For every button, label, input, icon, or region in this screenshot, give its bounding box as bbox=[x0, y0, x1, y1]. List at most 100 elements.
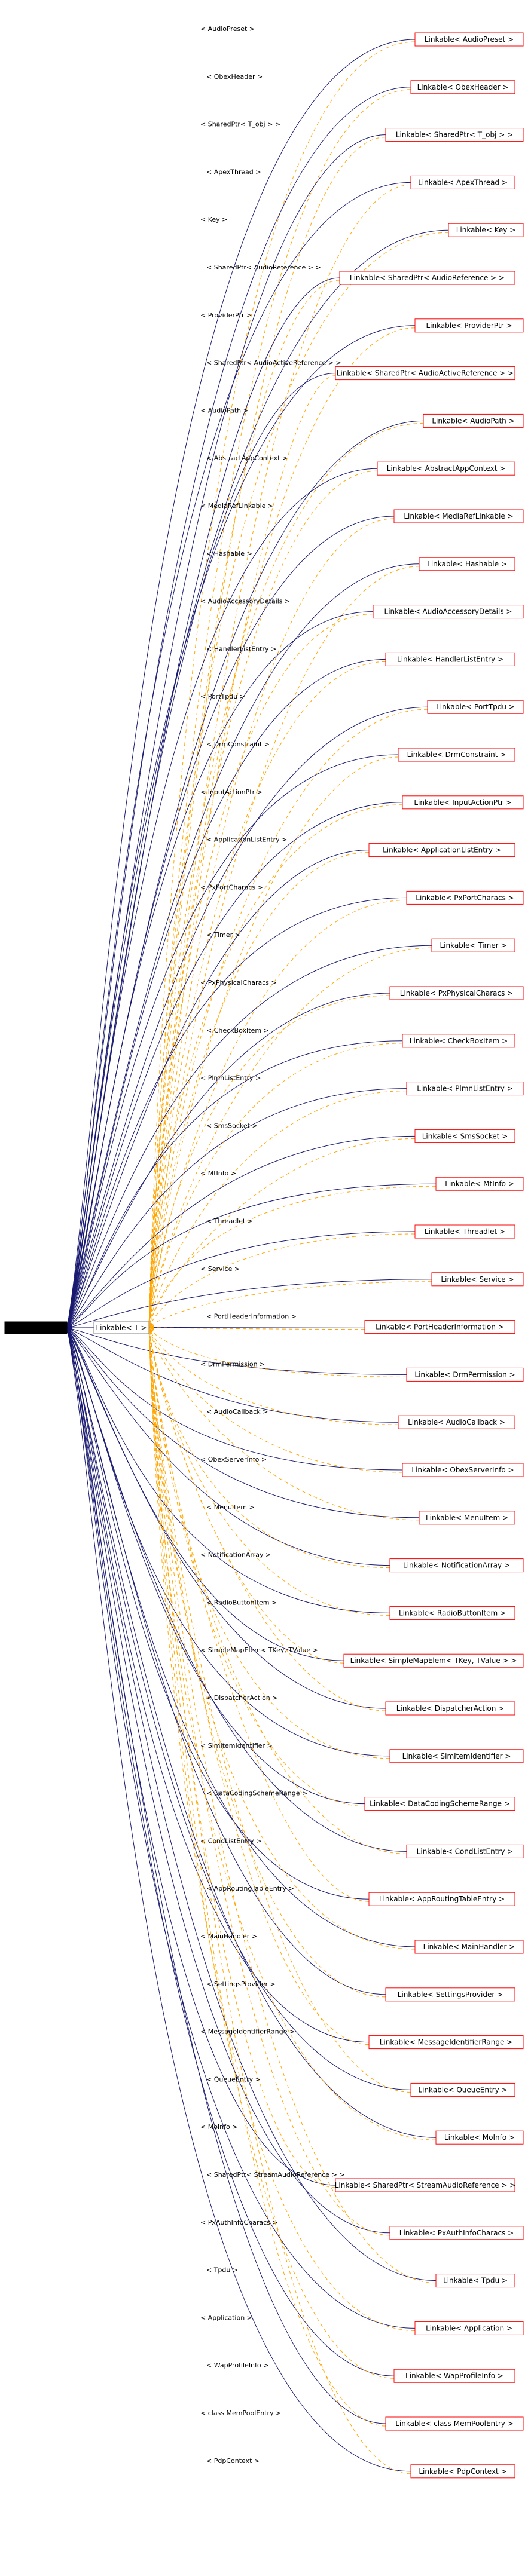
class-node-box bbox=[414, 32, 524, 47]
class-node[interactable]: Linkable< AbstractAppContext > bbox=[377, 461, 515, 476]
edge-label-param: < Threadlet > bbox=[206, 1217, 253, 1225]
class-node[interactable]: Linkable< Key > bbox=[448, 223, 524, 237]
class-node[interactable]: Linkable< SettingsProvider > bbox=[385, 1987, 515, 2002]
class-node-label: Linkable< MainHandler > bbox=[423, 1943, 515, 1951]
class-node[interactable]: Linkable< CheckBoxItem > bbox=[402, 1034, 515, 1048]
edge-template-instance bbox=[147, 1327, 390, 2236]
class-node[interactable]: Linkable< PxPortCharacs > bbox=[406, 890, 524, 905]
edge-inherit bbox=[66, 1327, 403, 1471]
class-node[interactable]: Linkable< NotificationArray > bbox=[389, 1558, 524, 1573]
class-node[interactable]: Linkable< Hashable > bbox=[419, 557, 515, 571]
class-node-label: Linkable< Key > bbox=[456, 226, 516, 234]
class-node[interactable]: Linkable< Threadlet > bbox=[414, 1224, 515, 1239]
edge-inherit bbox=[65, 39, 416, 1328]
class-node[interactable]: Linkable< AppRoutingTableEntry > bbox=[368, 1892, 515, 1906]
edge-inherit bbox=[66, 1327, 386, 1709]
class-node-label: Linkable< AudioAccessoryDetails > bbox=[384, 608, 512, 616]
class-node-box bbox=[406, 890, 524, 905]
edge-inherit bbox=[66, 420, 424, 1328]
class-node[interactable]: Linkable< SmsSocket > bbox=[414, 1129, 515, 1143]
edge-label-param: < MoInfo > bbox=[200, 2123, 237, 2131]
edge-inherit bbox=[66, 1327, 399, 1423]
class-node-label: Linkable< CondListEntry > bbox=[417, 1847, 514, 1855]
class-node-box bbox=[423, 413, 524, 428]
class-node-label: Linkable< AudioPath > bbox=[432, 416, 514, 425]
class-node[interactable]: Linkable< SimpleMapElem< TKey, TValue > … bbox=[343, 1653, 524, 1668]
class-node[interactable]: Linkable< AudioPath > bbox=[423, 413, 524, 428]
class-node[interactable]: Linkable< MoInfo > bbox=[435, 2130, 524, 2145]
edge-template-instance bbox=[147, 280, 340, 1328]
class-node[interactable]: Linkable< WapProfileInfo > bbox=[393, 2369, 515, 2383]
class-node[interactable]: Linkable< PortTpdu > bbox=[427, 700, 524, 714]
edge-template-instance bbox=[147, 1327, 390, 1569]
class-node[interactable]: Linkable< ProviderPtr > bbox=[414, 318, 524, 333]
root-node-linkable-base[interactable]: LinkableBase bbox=[4, 1321, 68, 1334]
class-node[interactable]: Linkable< SharedPtr< StreamAudioReferenc… bbox=[335, 2178, 516, 2192]
edge-inherit bbox=[66, 1183, 437, 1328]
edge-inherit bbox=[66, 1327, 390, 1613]
edge-label-param: < MediaRefLinkable > bbox=[200, 502, 273, 510]
edge-template-instance bbox=[147, 1327, 437, 2140]
class-node[interactable]: Linkable< class MemPoolEntry > bbox=[385, 2416, 524, 2431]
class-node[interactable]: Linkable< MainHandler > bbox=[414, 1940, 524, 1954]
root-node-label: LinkableBase bbox=[12, 1324, 59, 1332]
edge-label-param: < MtInfo > bbox=[200, 1169, 236, 1177]
class-node[interactable]: Linkable< ObexServerInfo > bbox=[402, 1463, 524, 1477]
class-node[interactable]: Linkable< PlmnListEntry > bbox=[406, 1082, 524, 1096]
class-node[interactable]: Linkable< PxAuthInfoCharacs > bbox=[389, 2226, 524, 2240]
class-node[interactable]: Linkable< PdpContext > bbox=[410, 2464, 515, 2479]
class-node[interactable]: Linkable< MessageIdentifierRange > bbox=[368, 2035, 524, 2050]
class-node[interactable]: Linkable< CondListEntry > bbox=[406, 1844, 524, 1858]
class-node[interactable]: Linkable< DispatcherAction > bbox=[385, 1701, 515, 1716]
edge-inherit bbox=[66, 802, 403, 1328]
class-node-box bbox=[414, 1129, 515, 1143]
edge-template-instance bbox=[148, 1327, 407, 1377]
class-node[interactable]: Linkable< InputActionPtr > bbox=[402, 795, 524, 810]
edge-template-instance bbox=[147, 1327, 395, 2379]
edge-label-param: < class MemPoolEntry > bbox=[200, 2409, 281, 2417]
edge-inherit bbox=[66, 1231, 416, 1328]
edge-label-param: < AudioCallback > bbox=[206, 1408, 268, 1416]
class-node[interactable]: Linkable< SimItemIdentifier > bbox=[389, 1749, 524, 1763]
class-node[interactable]: Linkable< QueueEntry > bbox=[410, 2082, 515, 2097]
class-node[interactable]: Linkable< Timer > bbox=[431, 938, 515, 952]
edge-inherit bbox=[66, 1327, 390, 1757]
class-node[interactable]: Linkable< RadioButtonItem > bbox=[389, 1606, 515, 1620]
class-node[interactable]: Linkable< Service > bbox=[431, 1272, 524, 1287]
class-node-label: Linkable< RadioButtonItem > bbox=[399, 1609, 506, 1617]
class-node[interactable]: Linkable< Tpdu > bbox=[435, 2274, 515, 2288]
class-node[interactable]: Linkable< AudioCallback > bbox=[398, 1415, 515, 1429]
edge-label-param: < ApexThread > bbox=[206, 168, 261, 176]
class-node[interactable]: Linkable< DrmConstraint > bbox=[398, 748, 515, 762]
class-node-box bbox=[435, 2130, 524, 2145]
class-node[interactable]: Linkable< HandlerListEntry > bbox=[385, 652, 515, 666]
class-node[interactable]: Linkable< SharedPtr< T_obj > > bbox=[385, 128, 524, 142]
class-node[interactable]: Linkable< MediaRefLinkable > bbox=[393, 509, 524, 523]
class-node-label: Linkable< SharedPtr< AudioReference > > bbox=[350, 274, 505, 282]
class-node[interactable]: Linkable< AudioPreset > bbox=[414, 32, 524, 47]
class-node-box bbox=[414, 318, 524, 333]
edge-inherit bbox=[66, 897, 407, 1328]
class-node[interactable]: Linkable< DataCodingSchemeRange > bbox=[364, 1797, 515, 1811]
class-node[interactable]: Linkable< PxPhysicalCharacs > bbox=[389, 986, 524, 1000]
edge-label-param: < PxPhysicalCharacs > bbox=[200, 979, 277, 987]
class-node[interactable]: Linkable< ApplicationListEntry > bbox=[368, 843, 515, 857]
edge-inherit bbox=[65, 182, 411, 1328]
edge-template-instance bbox=[147, 1327, 365, 1807]
class-node[interactable]: Linkable< ObexHeader > bbox=[410, 80, 515, 94]
class-node[interactable]: Linkable< ApexThread > bbox=[410, 175, 515, 189]
class-node[interactable]: Linkable< DrmPermission > bbox=[406, 1367, 524, 1382]
edge-inherit bbox=[66, 1327, 365, 1805]
class-node[interactable]: Linkable< PortHeaderInformation > bbox=[364, 1320, 515, 1334]
class-node[interactable]: Linkable< MenuItem > bbox=[419, 1511, 515, 1525]
class-node[interactable]: Linkable< SharedPtr< AudioReference > > bbox=[339, 271, 515, 285]
class-node-label: Linkable< DrmPermission > bbox=[414, 1370, 515, 1379]
class-node-box bbox=[398, 1415, 515, 1429]
class-node[interactable]: Linkable< MtInfo > bbox=[435, 1177, 524, 1191]
class-node-box bbox=[402, 795, 524, 810]
class-node[interactable]: Linkable< Application > bbox=[414, 2321, 524, 2335]
template-node-linkable-t[interactable]: Linkable< T > bbox=[93, 1321, 149, 1334]
class-node[interactable]: Linkable< SharedPtr< AudioActiveReferenc… bbox=[335, 366, 515, 381]
class-node[interactable]: Linkable< AudioAccessoryDetails > bbox=[373, 605, 524, 619]
class-node-box bbox=[339, 271, 515, 285]
